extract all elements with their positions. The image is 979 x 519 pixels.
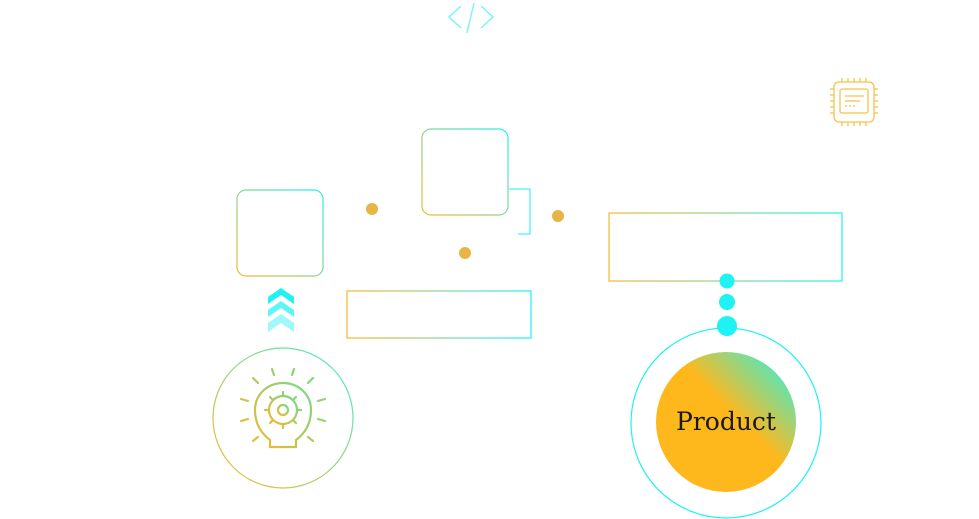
product-label: Product [676,407,776,436]
dot [459,247,471,259]
dot [366,203,378,215]
product-circle [656,352,796,492]
chip-icon [830,78,878,126]
connector-dot [719,273,735,289]
code-icon [447,2,495,34]
box-left [236,189,324,277]
dot [552,210,564,222]
bracket-connector [509,188,531,235]
connector-dot [717,316,737,336]
product-outer-ring [630,327,822,519]
lightbulb-gear-icon [239,367,327,464]
box-top-center [421,128,509,216]
connector-dot [719,294,735,310]
lightbulb-ring [212,347,354,489]
box-wide-center [346,290,532,339]
box-wide-right [608,212,843,282]
chevrons-up-icon [268,288,294,332]
